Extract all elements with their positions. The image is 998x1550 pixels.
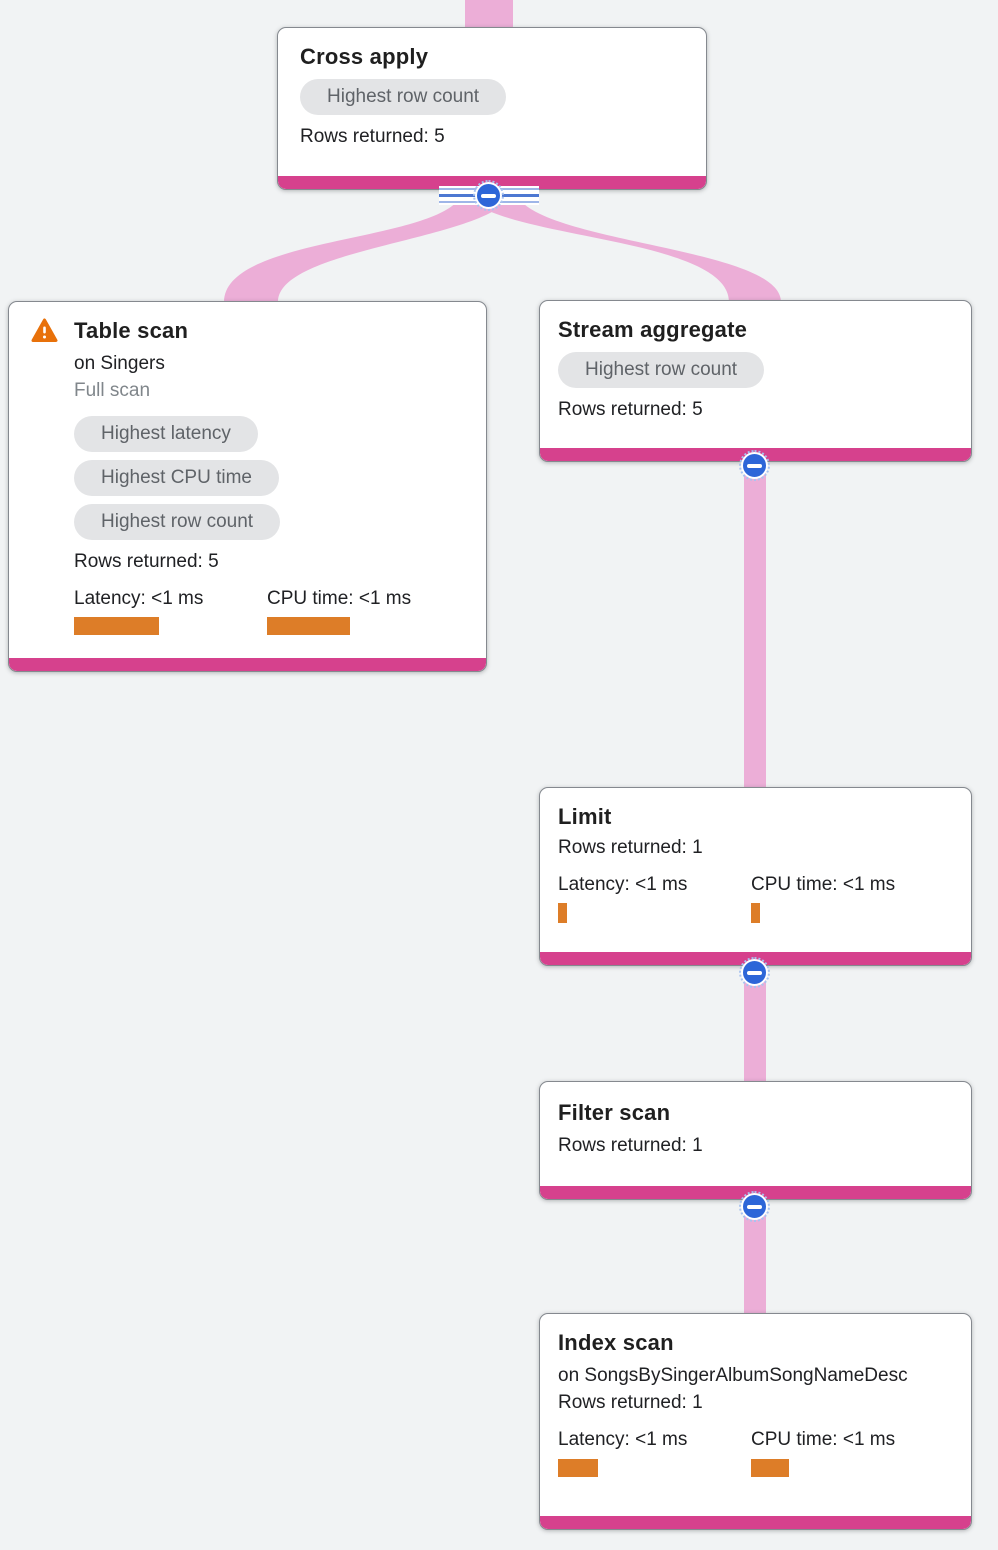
node-title: Index scan: [558, 1330, 674, 1355]
latency-bar: [74, 617, 159, 635]
badge-highest-cpu-time: Highest CPU time: [74, 460, 279, 496]
collapse-minus-icon: [747, 463, 762, 468]
rows-returned: Rows returned: 1: [558, 1135, 703, 1156]
node-note: Full scan: [74, 380, 151, 401]
node-title: Filter scan: [558, 1100, 671, 1125]
node-subtitle: on SongsBySingerAlbumSongNameDesc: [558, 1365, 908, 1386]
cpu-time-label: CPU time: <1 ms: [751, 1429, 896, 1450]
collapse-button-cross-apply[interactable]: [473, 180, 504, 211]
collapse-minus-icon: [747, 1204, 762, 1209]
node-accent-bar: [540, 952, 971, 965]
edge-streamaggregate-limit: [744, 460, 766, 788]
edge-crossapply-tablescan: [224, 186, 514, 302]
cpu-time-bar: [751, 903, 760, 923]
badge-highest-latency: Highest latency: [74, 416, 258, 452]
node-filter-scan[interactable]: Filter scan Rows returned: 1: [539, 1081, 972, 1200]
node-index-scan[interactable]: Index scan on SongsBySingerAlbumSongName…: [539, 1313, 972, 1530]
node-accent-bar: [9, 658, 486, 671]
node-limit[interactable]: Limit Rows returned: 1 Latency: <1 ms CP…: [539, 787, 972, 966]
collapse-minus-icon: [747, 970, 762, 975]
badge-highest-row-count: Highest row count: [558, 352, 765, 388]
collapse-minus-icon: [481, 193, 496, 198]
latency-label: Latency: <1 ms: [74, 588, 204, 609]
cpu-time-label: CPU time: <1 ms: [267, 588, 412, 609]
cpu-time-bar: [751, 1459, 789, 1477]
collapse-button-stream-aggregate[interactable]: [739, 450, 770, 481]
node-title: Stream aggregate: [558, 317, 748, 342]
edge-filterscan-indexscan: [744, 1196, 766, 1315]
collapse-button-filter-scan[interactable]: [739, 1191, 770, 1222]
node-subtitle: on Singers: [74, 353, 165, 374]
cpu-time-label: CPU time: <1 ms: [751, 874, 896, 895]
node-title: Table scan: [74, 318, 189, 343]
node-title: Limit: [558, 804, 612, 829]
node-accent-bar: [540, 1516, 971, 1529]
node-stream-aggregate[interactable]: Stream aggregate Highest row count Rows …: [539, 300, 972, 462]
node-table-scan[interactable]: Table scan on Singers Full scan Highest …: [8, 301, 487, 672]
node-title: Cross apply: [300, 44, 429, 69]
latency-bar: [558, 1459, 598, 1477]
node-accent-bar: [540, 1186, 971, 1199]
rows-returned: Rows returned: 5: [558, 399, 703, 420]
badge-highest-row-count: Highest row count: [74, 504, 281, 540]
rows-returned: Rows returned: 1: [558, 1392, 703, 1413]
warning-icon: [31, 318, 58, 343]
rows-returned: Rows returned: 5: [300, 126, 445, 147]
badge-highest-row-count: Highest row count: [300, 79, 507, 115]
edge-limit-filterscan: [744, 962, 766, 1083]
edge-incoming: [465, 0, 513, 28]
cpu-time-bar: [267, 617, 350, 635]
node-cross-apply[interactable]: Cross apply Highest row count Rows retur…: [277, 27, 707, 190]
rows-returned: Rows returned: 1: [558, 837, 703, 858]
latency-label: Latency: <1 ms: [558, 874, 688, 895]
rows-returned: Rows returned: 5: [74, 551, 219, 572]
latency-bar: [558, 903, 567, 923]
collapse-button-limit[interactable]: [739, 957, 770, 988]
latency-label: Latency: <1 ms: [558, 1429, 688, 1450]
